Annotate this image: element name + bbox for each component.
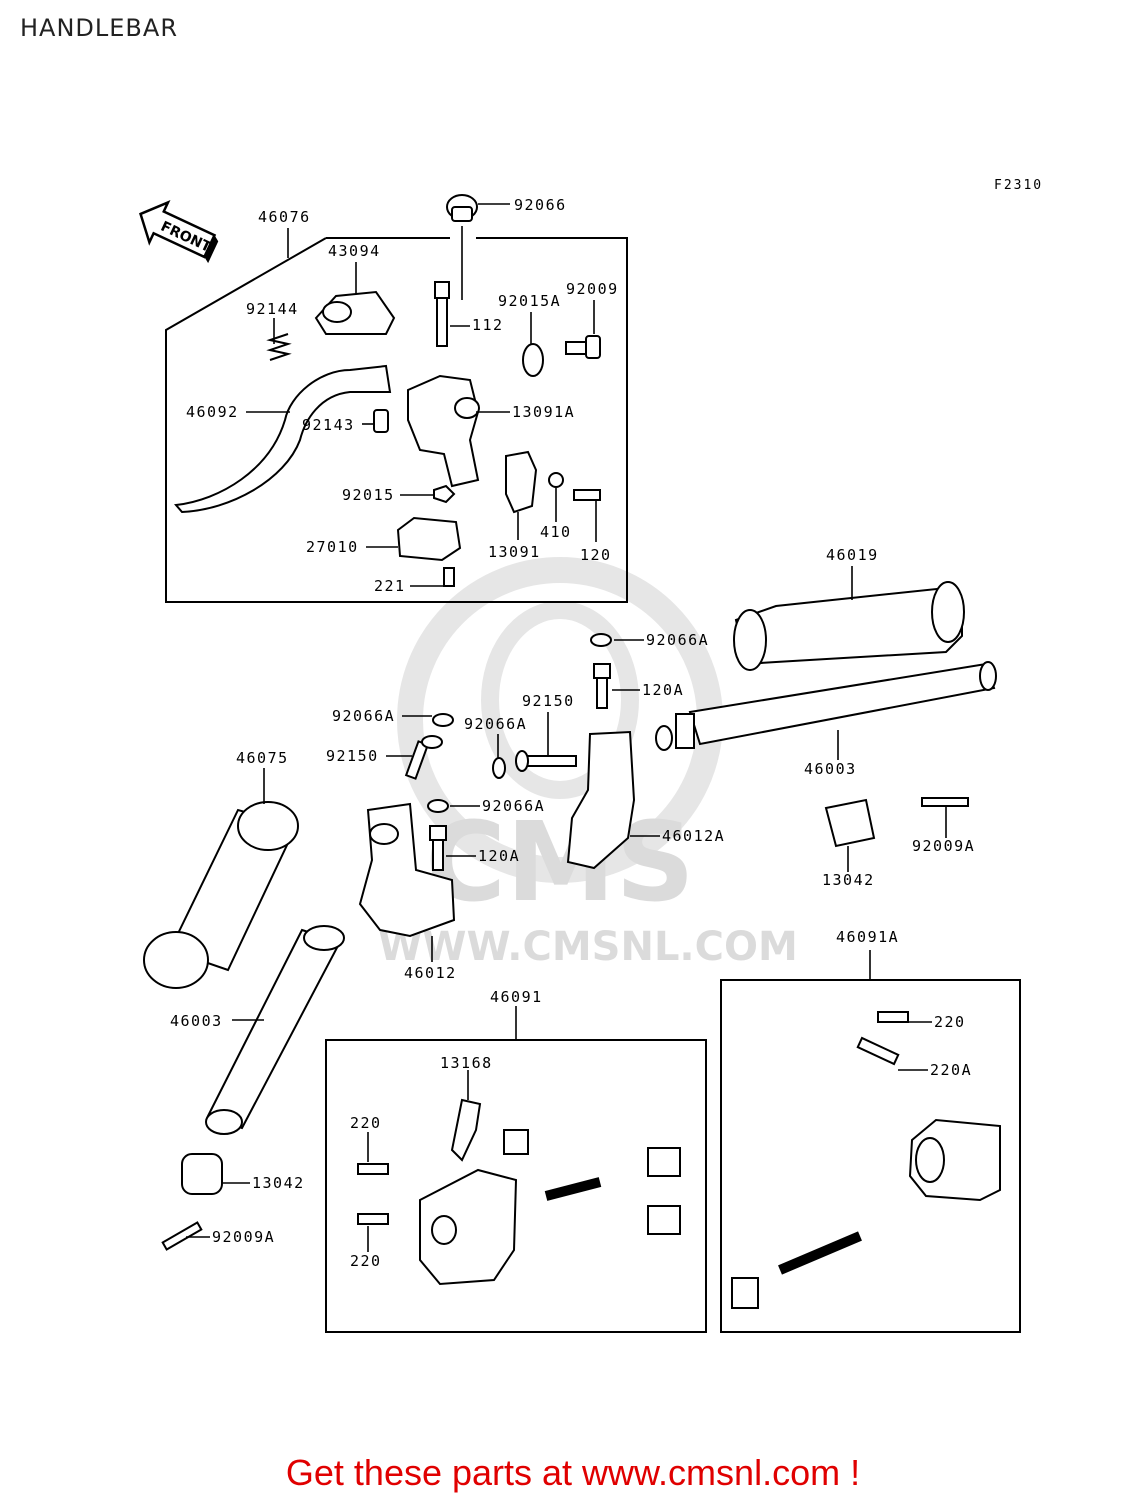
part-label-410[interactable]: 410 [540,523,572,541]
bolt-120a-1-icon [593,663,611,679]
part-label-13042-left[interactable]: 13042 [252,1174,305,1192]
screw-92009a-right-icon [921,797,969,807]
part-label-92066a-2[interactable]: 92066A [332,707,395,725]
screw-220-2-icon [357,1213,389,1225]
part-label-92066a-3[interactable]: 92066A [464,715,527,733]
screw-220-1-icon [357,1163,389,1175]
washer-92066a-4-icon [427,799,449,813]
part-label-120a-1[interactable]: 120A [642,681,684,699]
part-label-46075[interactable]: 46075 [236,749,289,767]
part-label-46012a[interactable]: 46012A [662,827,725,845]
part-label-92009[interactable]: 92009 [566,280,619,298]
part-label-46092[interactable]: 46092 [186,403,239,421]
screw-220a-icon [856,1036,900,1066]
lever-46092-icon [174,364,392,514]
part-label-92066a-1[interactable]: 92066A [646,631,709,649]
part-label-92009a-right[interactable]: 92009A [912,837,975,855]
part-label-220a[interactable]: 220A [930,1061,972,1079]
part-label-46003-left[interactable]: 46003 [170,1012,223,1030]
part-label-46091a[interactable]: 46091A [836,928,899,946]
washer-92066a-1-icon [590,633,612,647]
part-label-46012[interactable]: 46012 [404,964,457,982]
part-label-92066[interactable]: 92066 [514,196,567,214]
group-46076-outline [165,237,628,603]
part-label-220-bottom[interactable]: 220 [350,1252,382,1270]
connector-46091-1-icon [503,1129,529,1155]
part-label-27010[interactable]: 27010 [306,538,359,556]
part-label-92150-2[interactable]: 92150 [326,747,379,765]
front-arrow-icon: FRONT [139,200,219,264]
part-label-13091[interactable]: 13091 [488,543,541,561]
bolt-92150-1-icon [521,755,577,767]
holder-13091a-icon [407,374,480,488]
clip-13168-icon [450,1098,482,1162]
part-label-13042-right[interactable]: 13042 [822,871,875,889]
nut-92015a-icon [522,343,544,377]
part-label-46003-right[interactable]: 46003 [804,760,857,778]
part-label-92144[interactable]: 92144 [246,300,299,318]
call-to-action-link[interactable]: Get these parts at www.cmsnl.com ! [285,1452,861,1493]
part-label-220-top[interactable]: 220 [350,1114,382,1132]
connector-46091a-icon [731,1277,759,1309]
part-label-92150-1[interactable]: 92150 [522,692,575,710]
watermark-url: WWW.CMSNL.COM [378,924,798,970]
clamp-13091-icon [505,450,538,514]
watermark-brand: CMS [425,798,694,926]
nut-92015-icon [433,484,456,504]
switch-46091-icon [419,1168,518,1286]
part-label-13091a[interactable]: 13091A [512,403,575,421]
bolt-112-icon [434,281,450,299]
screw-221-icon [443,567,455,587]
part-label-92015[interactable]: 92015 [342,486,395,504]
spring-92144-icon [266,333,292,361]
part-label-220-right[interactable]: 220 [934,1013,966,1031]
cap-92066-base [451,206,473,222]
screw-92009a-left-icon [161,1221,203,1251]
bolt-120a-2-icon [429,825,447,841]
leader-lines [186,203,947,1252]
bolt-120-icon [573,489,601,501]
holder-46012a-icon [566,730,636,870]
washer-92066a-3-icon [492,757,506,779]
washer-410-icon [548,472,564,488]
collar-92143-icon [373,409,389,433]
page-title: HANDLEBAR [20,14,178,42]
weight-13042-left-icon [181,1153,223,1195]
part-label-92015a[interactable]: 92015A [498,292,561,310]
weight-13042-right-icon [824,798,876,848]
grip-46019-icon [734,586,963,666]
tube-46003-right-icon [688,662,996,746]
switch-27010-icon [396,516,462,562]
part-label-13168[interactable]: 13168 [440,1054,493,1072]
part-label-46091[interactable]: 46091 [490,988,543,1006]
figure-code: F2310 [994,178,1044,193]
part-label-221[interactable]: 221 [374,577,406,595]
screw-92009-icon [565,341,589,355]
part-label-92143[interactable]: 92143 [302,416,355,434]
washer-92066a-2-icon [432,713,454,727]
part-label-92066a-4[interactable]: 92066A [482,797,545,815]
part-label-112[interactable]: 112 [472,316,504,334]
part-label-92009a-left[interactable]: 92009A [212,1228,275,1246]
part-label-120a-2[interactable]: 120A [478,847,520,865]
connector-46091-2-icon [647,1147,681,1177]
part-label-43094[interactable]: 43094 [328,242,381,260]
screw-220-3-icon [877,1011,909,1023]
part-label-46076[interactable]: 46076 [258,208,311,226]
part-label-46019[interactable]: 46019 [826,546,879,564]
connector-46091-3-icon [647,1205,681,1235]
part-label-120[interactable]: 120 [580,546,612,564]
